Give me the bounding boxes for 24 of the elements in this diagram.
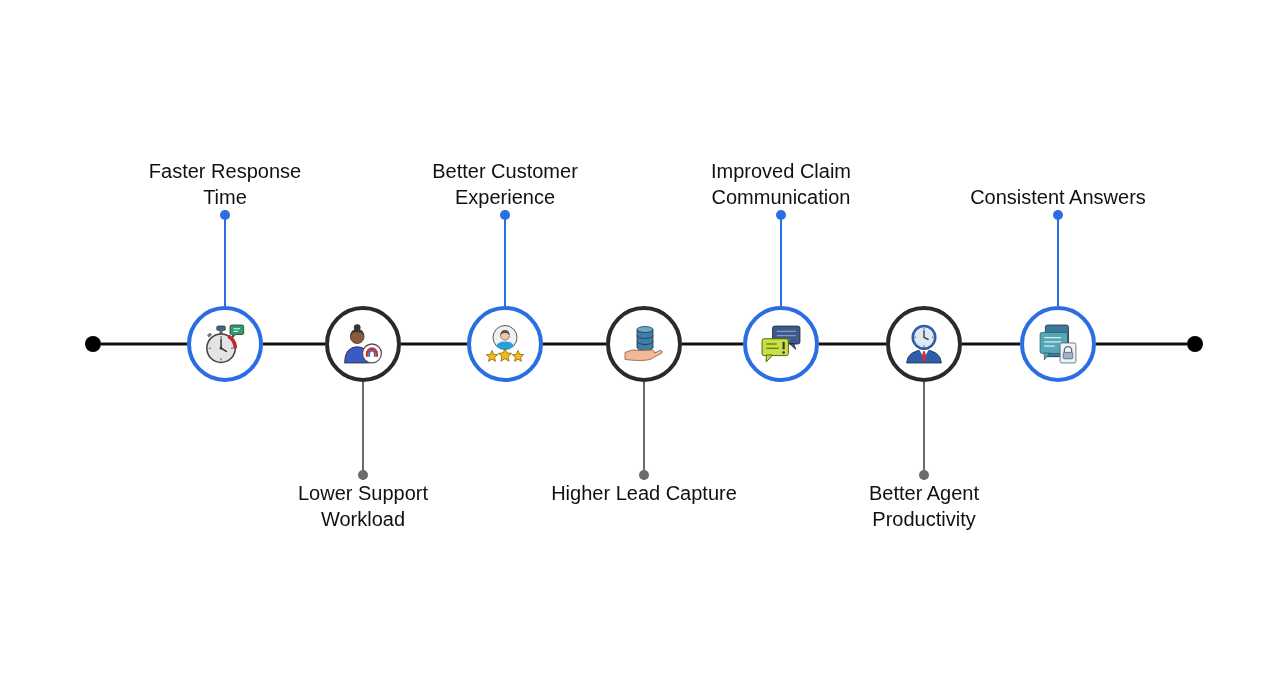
timeline-dot bbox=[1187, 336, 1203, 352]
step-label: Improved Claim Communication bbox=[709, 158, 853, 210]
timeline-line bbox=[401, 342, 467, 346]
timeline-dot bbox=[85, 336, 101, 352]
timeline-line bbox=[101, 342, 187, 346]
timeline-line bbox=[543, 342, 606, 346]
timeline-line bbox=[682, 342, 743, 346]
leader-line bbox=[1053, 209, 1063, 307]
timeline-line bbox=[1096, 342, 1187, 346]
step-label: Better Agent Productivity bbox=[867, 480, 981, 532]
leader-line bbox=[919, 381, 929, 481]
leader-line bbox=[639, 381, 649, 481]
step-label: Consistent Answers bbox=[969, 184, 1147, 210]
step-label: Faster Response Time bbox=[147, 158, 303, 210]
step-label: Higher Lead Capture bbox=[550, 480, 738, 506]
leader-line bbox=[220, 209, 230, 307]
step-label: Better Customer Experience bbox=[431, 158, 579, 210]
leader-line bbox=[500, 209, 510, 307]
timeline-line bbox=[819, 342, 886, 346]
leader-line bbox=[776, 209, 786, 307]
leader-line bbox=[358, 381, 368, 481]
timeline-line bbox=[962, 342, 1020, 346]
step-label: Lower Support Workload bbox=[296, 480, 430, 532]
timeline-line bbox=[263, 342, 325, 346]
